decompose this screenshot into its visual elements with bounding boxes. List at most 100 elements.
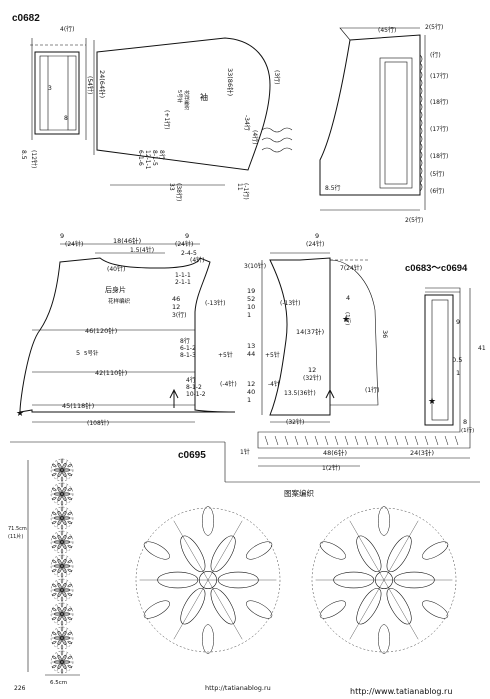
collar-r2: (17行): [430, 72, 448, 80]
motif-outer-loop: [51, 640, 57, 645]
motif-outer-loop: [51, 631, 57, 636]
motif-spoke: [56, 469, 63, 480]
sleeve-n38: (38行): [175, 183, 183, 201]
footer-url2: http://www.tatianablog.ru: [350, 687, 452, 696]
motif-outer-loop: [60, 500, 64, 506]
back-rows-46: 46: [172, 295, 180, 303]
motif-spoke: [61, 637, 68, 648]
motif-outline: [50, 650, 74, 674]
back-low-r1: 8-1-2: [186, 384, 202, 391]
back-dec-13: (-13针): [205, 299, 225, 307]
motif-outer-loop: [377, 624, 391, 654]
collar-r7: (6行): [430, 187, 445, 195]
motif-outer-loop: [51, 520, 57, 525]
motif-outline: [50, 578, 74, 602]
motif-outer-loop: [67, 568, 73, 573]
front-w32: (32针): [303, 374, 321, 382]
back-top-left: 9: [60, 232, 64, 240]
front-minus4: -4针: [268, 380, 280, 388]
front-shoulder: 3(10针): [244, 262, 266, 270]
motif-spoke: [56, 652, 63, 663]
motif-title: 图案编织: [284, 488, 314, 498]
motif-outer-loop: [60, 650, 64, 656]
front-diagram: 9 (24针) 3(10针) 19 52 10 1 (-13针) 14(37针)…: [244, 232, 389, 426]
strip-flower: [50, 626, 74, 650]
motif-outline: [135, 507, 281, 653]
footer-url: http://tatianablog.ru: [205, 684, 271, 692]
collar-diagram: (45行) 2(5行) (行) (17行) (18行) (17行) (18行) …: [319, 23, 448, 224]
motif-outer-loop: [377, 506, 391, 536]
front-top-st: (24针): [306, 240, 324, 248]
back-top-right: 9: [185, 232, 189, 240]
motif-outer-loop: [67, 487, 73, 492]
chart-motif-left: [135, 506, 281, 654]
front-row1: (1行): [365, 386, 380, 394]
motif-outer-loop: [67, 544, 73, 549]
motif-outer-loop: [60, 620, 64, 626]
back-title: 后身片: [105, 285, 126, 294]
back-arrow-up: [169, 388, 179, 408]
motif-outer-loop: [246, 541, 273, 560]
motif-outer-loop: [143, 541, 170, 560]
front-arrow-up: [325, 388, 335, 408]
sleeve-diagram: 袖 花样编织 5号针 24(64针) 33(86针) (+1行) (3行) -3…: [93, 37, 281, 201]
front-n1b: 1: [247, 396, 251, 404]
motif-outer-loop: [67, 463, 73, 468]
sleeve-title: 袖: [200, 92, 208, 102]
band-r9: 9: [456, 318, 460, 326]
motif-outline: [50, 530, 74, 554]
strip-flower: [50, 530, 74, 554]
collar-r5: (18行): [430, 152, 448, 160]
motif-outline: [311, 507, 457, 653]
motif-outer-loop: [60, 644, 64, 650]
motif-outer-loop: [51, 511, 57, 516]
motif-outer-loop: [201, 506, 215, 536]
motif-spoke: [383, 579, 419, 640]
back-mid-r1: 6-1-2: [180, 345, 196, 352]
collar-r1: (行): [430, 51, 441, 59]
cuff-n3: 3: [48, 85, 52, 92]
band-diagram: 48(6针) 24(3针) 1针 1(2针) 9 0.5 1 8 (1行) 41…: [240, 287, 486, 472]
front-big: 36: [381, 330, 389, 338]
motif-spoke: [56, 484, 63, 495]
strip-flower: [50, 554, 74, 578]
motif-outer-loop: [67, 472, 73, 477]
motif-outer-loop: [67, 616, 73, 621]
back-minus4: (-4针): [220, 380, 237, 388]
back-dec-a: 2-4-5: [181, 250, 197, 257]
back-diagram: 9 (24针) 9 (24针) 18(46针) 1.5(4针) (40针) 2-…: [16, 232, 237, 427]
back-hem-total: (108针): [87, 419, 109, 427]
motif-outer-loop: [51, 535, 57, 540]
motif-outer-loop: [51, 568, 57, 573]
sleeve-cap: (3行): [273, 70, 281, 85]
motif-outer-loop: [60, 548, 64, 554]
motif-outer-loop: [60, 668, 64, 674]
strip-width: 6.5cm: [50, 680, 67, 686]
band-r05: 0.5: [452, 356, 462, 364]
motif-outer-loop: [319, 600, 346, 619]
front-r7: 7(24针): [340, 264, 362, 272]
motif-outer-loop: [51, 592, 57, 597]
motif-outer-loop: [60, 482, 64, 488]
front-n40: 40: [247, 388, 255, 396]
motif-spoke: [56, 613, 63, 624]
collar-r6: (5行): [430, 170, 445, 178]
back-dec-b2: 2-1-1: [175, 279, 191, 286]
motif-spoke: [61, 484, 68, 495]
motif-spoke: [61, 652, 68, 663]
strip-flower: [50, 578, 74, 602]
collar-top2: 2(5行): [425, 23, 443, 31]
motif-outer-loop: [67, 631, 73, 636]
motif-spoke: [56, 493, 63, 504]
motif-spoke: [61, 661, 68, 672]
motif-spoke: [349, 520, 385, 581]
motif-outer-loop: [51, 463, 57, 468]
cuff-n12: (12针): [30, 150, 38, 168]
motif-outer-loop: [60, 596, 64, 602]
motif-outer-loop: [60, 572, 64, 578]
motif-outline: [50, 482, 74, 506]
back-dec-b1: 1-1-1: [175, 272, 191, 279]
motif-spoke: [56, 661, 63, 672]
sleeve-rows1: (+1行): [163, 110, 171, 130]
